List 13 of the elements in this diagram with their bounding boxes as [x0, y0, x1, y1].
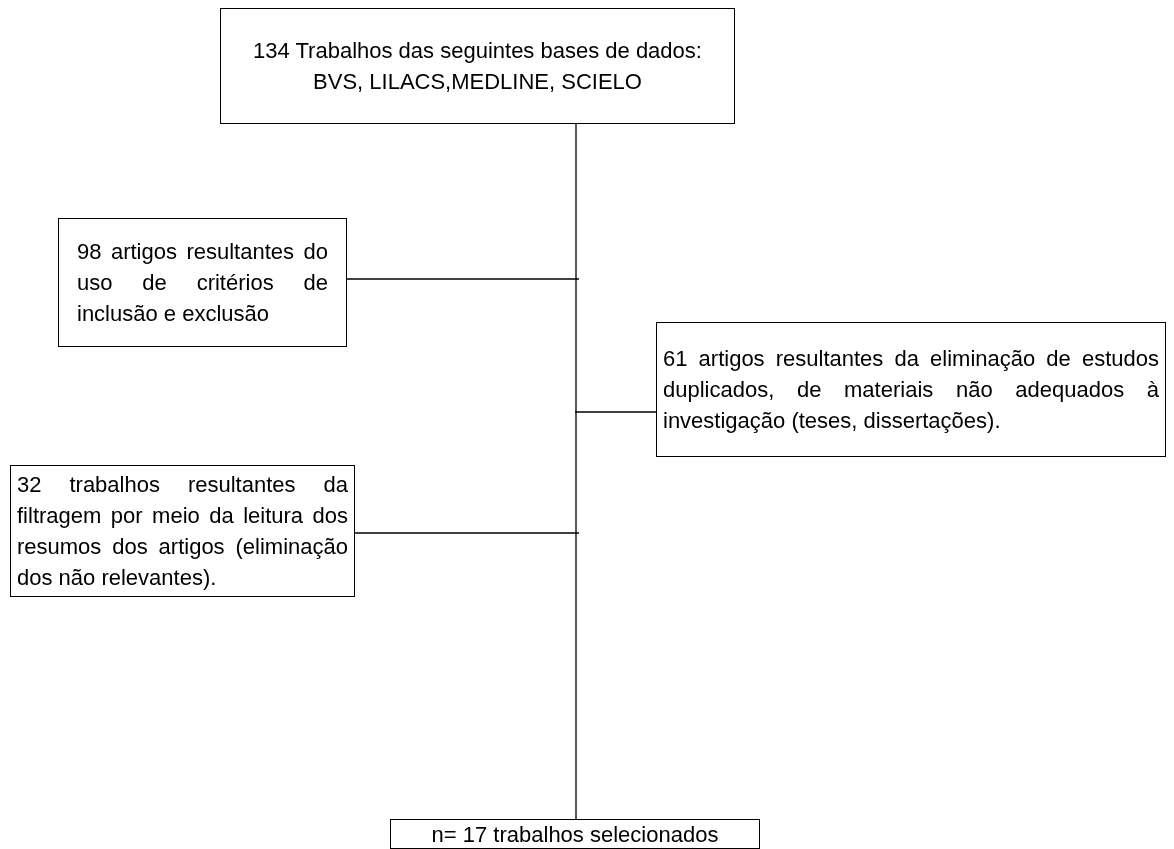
process-box	[58, 218, 347, 347]
connector-line	[575, 123, 577, 820]
connector-line	[346, 278, 580, 280]
box-text: 98 artigos resultantes do uso de critérios de inclusão e exclusão	[77, 238, 328, 328]
box-text: 32 trabalhos resultantes da filtragem por meio da leitura dos resumos dos artigos (eliminação dos não relevantes).	[17, 471, 348, 592]
process-box	[656, 322, 1166, 457]
connector-line	[354, 532, 580, 534]
process-box	[220, 8, 735, 124]
box-text: 134 Trabalhos das seguintes bases de dados: BVS, LILACS,MEDLINE, SCIELO	[252, 37, 703, 96]
box-text: n= 17 trabalhos selecionados	[430, 820, 720, 849]
box-text: 61 artigos resultantes da eliminação de estudos duplicados, de materiais não adequados à investigação (teses, dissertações).	[663, 345, 1159, 435]
connector-line	[574, 411, 657, 413]
process-box	[390, 819, 760, 849]
